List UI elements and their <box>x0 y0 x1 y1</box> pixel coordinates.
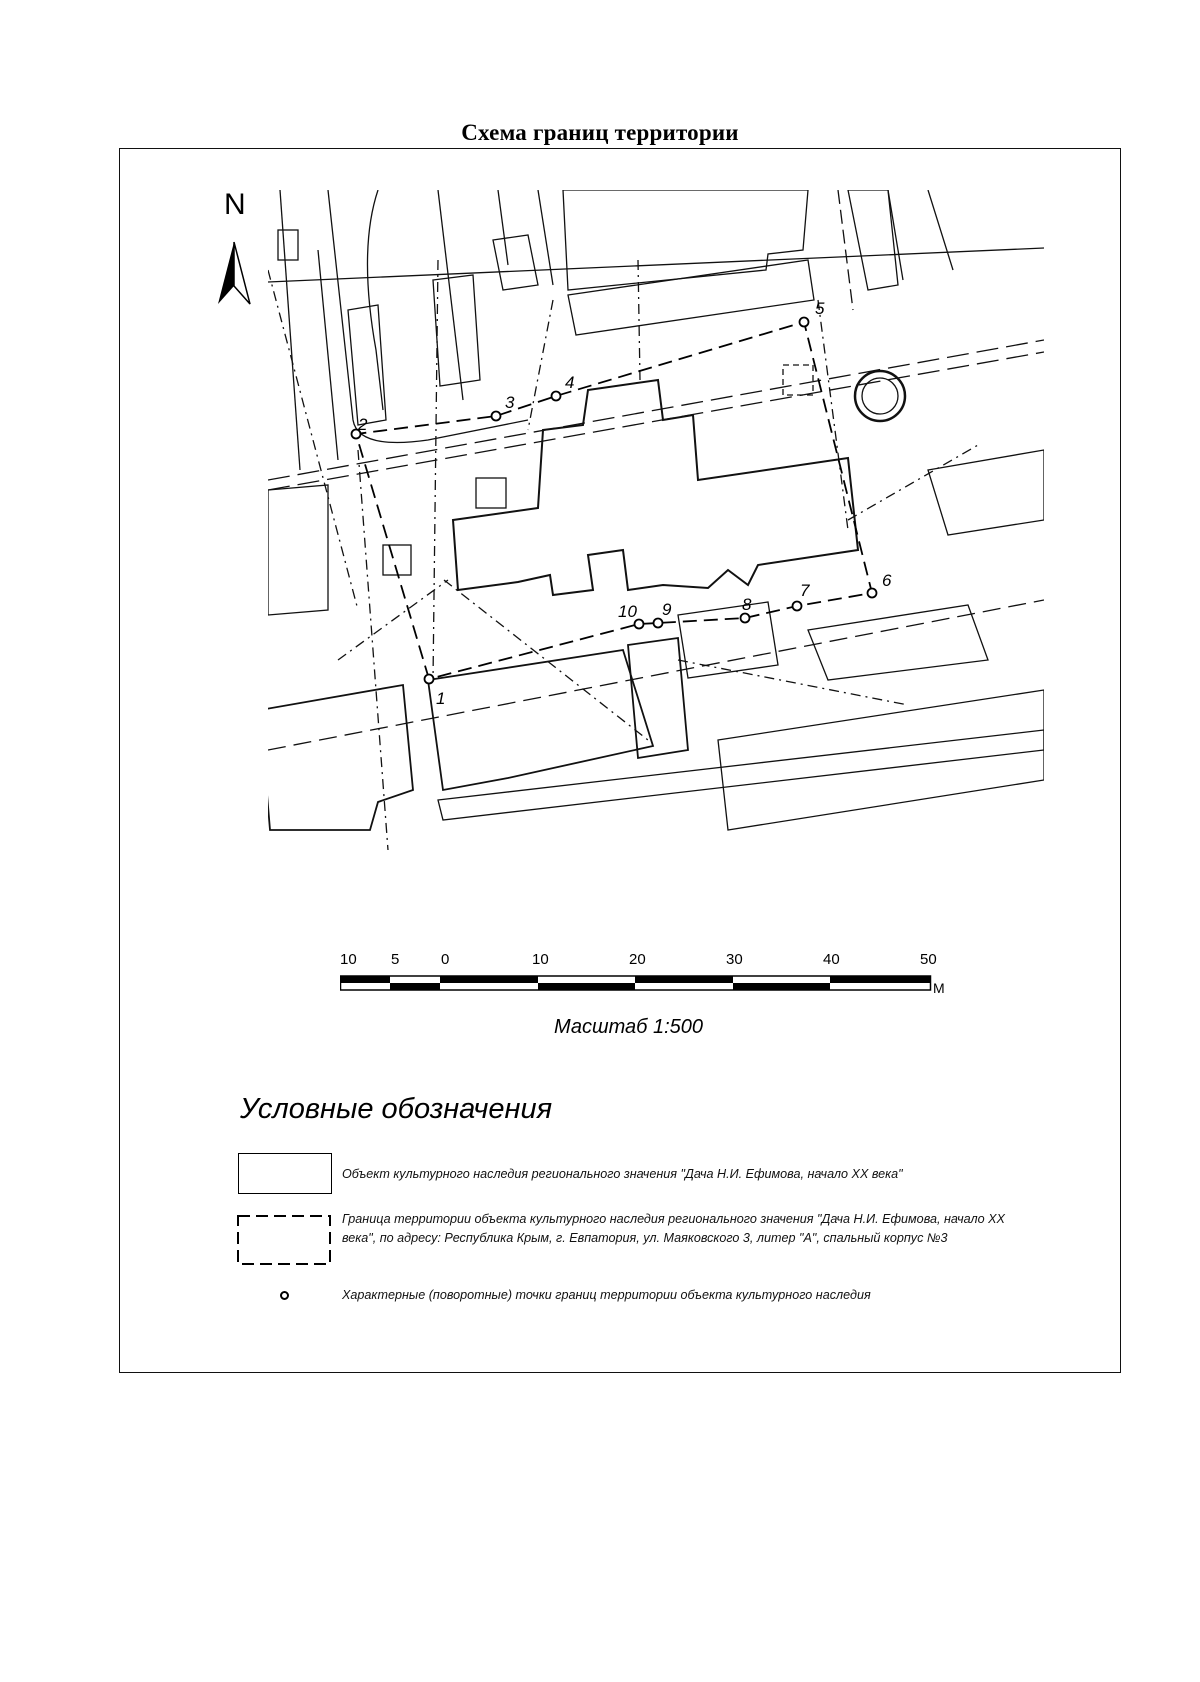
turning-point <box>490 410 502 422</box>
scale-tick-label: 10 <box>340 951 357 968</box>
turning-point <box>791 600 803 612</box>
map-title: Схема границ территории <box>461 120 739 145</box>
point-label: 7 <box>800 581 810 600</box>
point-label: 5 <box>815 299 825 318</box>
turning-point-symbol <box>280 1291 289 1300</box>
kiosk-block <box>382 544 412 576</box>
street-lines <box>268 190 1044 751</box>
turning-point <box>798 316 810 328</box>
north-arrow-icon <box>218 241 251 305</box>
turning-point <box>423 673 435 685</box>
scale-tick-label: 40 <box>823 951 840 968</box>
turning-point <box>633 618 645 630</box>
territory-boundary <box>354 320 874 680</box>
legend-item-text: Граница территории объекта культурного н… <box>342 1212 1005 1245</box>
legend-item-text: Характерные (поворотные) точки границ те… <box>342 1288 871 1302</box>
point-label: 1 <box>436 689 445 708</box>
scale-tick-label: 5 <box>391 951 400 968</box>
scale-tick-label: 50 <box>920 951 937 968</box>
porch-block <box>475 477 507 509</box>
turning-point <box>550 390 562 402</box>
legend-title: Условные обозначения <box>240 1093 553 1125</box>
turning-point <box>350 428 362 440</box>
scale-label: Масштаб 1:500 <box>554 1016 704 1038</box>
lower-buildings <box>268 636 689 831</box>
boundary-dashed-symbol <box>237 1215 331 1265</box>
turning-points <box>350 316 878 685</box>
object-outline-symbol <box>238 1153 332 1194</box>
scale-tick-label: 10 <box>532 951 549 968</box>
site-plan-svg: 1 2 3 4 5 6 7 8 9 10 <box>218 190 1044 851</box>
turning-point <box>652 617 664 629</box>
scale-tick-label: 0 <box>441 951 450 968</box>
point-label: 3 <box>505 393 515 412</box>
utility-lines <box>268 259 979 851</box>
map-frame <box>119 148 1121 1373</box>
north-label: N <box>224 188 246 221</box>
turning-point <box>866 587 878 599</box>
point-label: 9 <box>662 600 672 619</box>
point-label: 10 <box>618 602 637 621</box>
scale-unit: M <box>933 980 945 996</box>
rotunda <box>853 369 907 423</box>
turning-point <box>739 612 751 624</box>
scale-tick-label: 30 <box>726 951 743 968</box>
point-label: 6 <box>882 571 892 590</box>
point-label: 8 <box>742 595 752 614</box>
legend-item-text: Объект культурного наследия региональног… <box>342 1167 903 1181</box>
point-label: 2 <box>357 415 368 434</box>
neighbour-buildings <box>268 190 1044 831</box>
scale-bar <box>340 975 932 991</box>
heritage-building <box>451 378 860 597</box>
point-label: 4 <box>565 373 574 392</box>
scale-tick-label: 20 <box>629 951 646 968</box>
small-pavilion <box>782 364 814 396</box>
site-plan-map: 1 2 3 4 5 6 7 8 9 10 <box>208 190 1044 920</box>
